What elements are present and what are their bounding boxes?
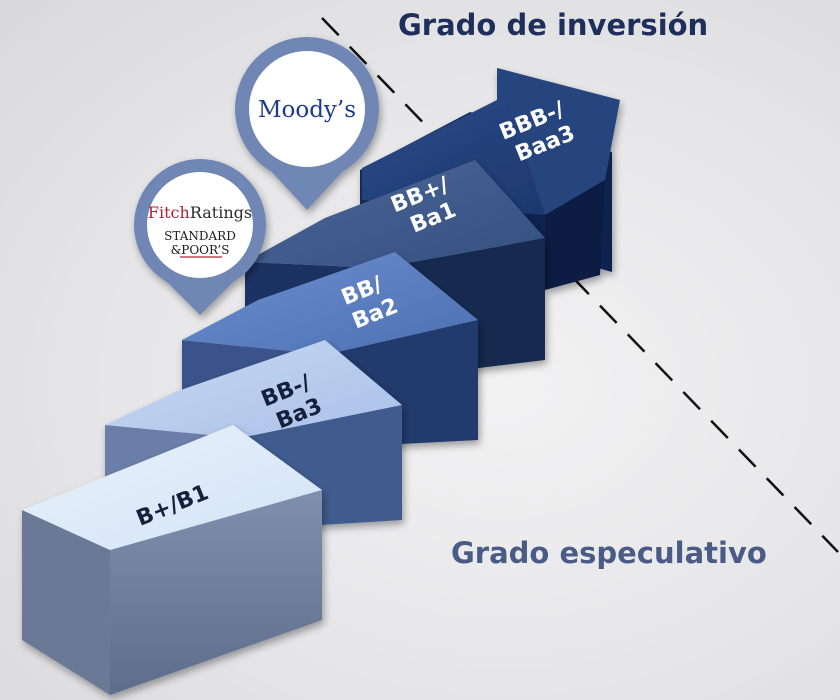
step1-top-face <box>22 425 322 550</box>
sp-logo-line2: &POOR’S <box>171 243 230 257</box>
sp-logo-line1: STANDARD <box>164 229 236 243</box>
moodys-pin-face <box>249 51 365 167</box>
step5-arrow-side <box>545 180 605 290</box>
moodys-pin-tip <box>270 170 344 210</box>
step2-label: BB-/ Ba3 <box>258 367 331 436</box>
step-b-plus <box>22 425 322 695</box>
fitch-logo: FitchRatings <box>148 203 252 222</box>
step1-left-face <box>22 510 110 695</box>
step-labels: B+/B1 BB-/ Ba3 BB/ Ba2 BB+/ Ba1 BBB-/ Ba… <box>133 97 579 532</box>
dashed-divider <box>321 17 839 553</box>
step5-arrow-head <box>497 68 620 215</box>
step3-top-face <box>182 252 478 355</box>
moodys-logo: Moody’s <box>258 97 356 123</box>
divider-line <box>321 17 839 553</box>
moodys-pin: Moody’s <box>235 37 379 210</box>
step3-label: BB/ Ba2 <box>338 269 403 335</box>
heading-speculative-grade: Grado especulativo <box>451 536 767 570</box>
step1-front-face <box>110 490 322 695</box>
step2-top-face <box>105 340 402 438</box>
fitch-pin-face <box>147 172 253 278</box>
fitch-sp-pin: FitchRatings STANDARD &POOR’S <box>134 159 266 315</box>
fitch-pin-tip <box>165 280 235 315</box>
heading-investment-grade: Grado de inversión <box>398 8 708 42</box>
step4-top-face <box>245 160 545 268</box>
